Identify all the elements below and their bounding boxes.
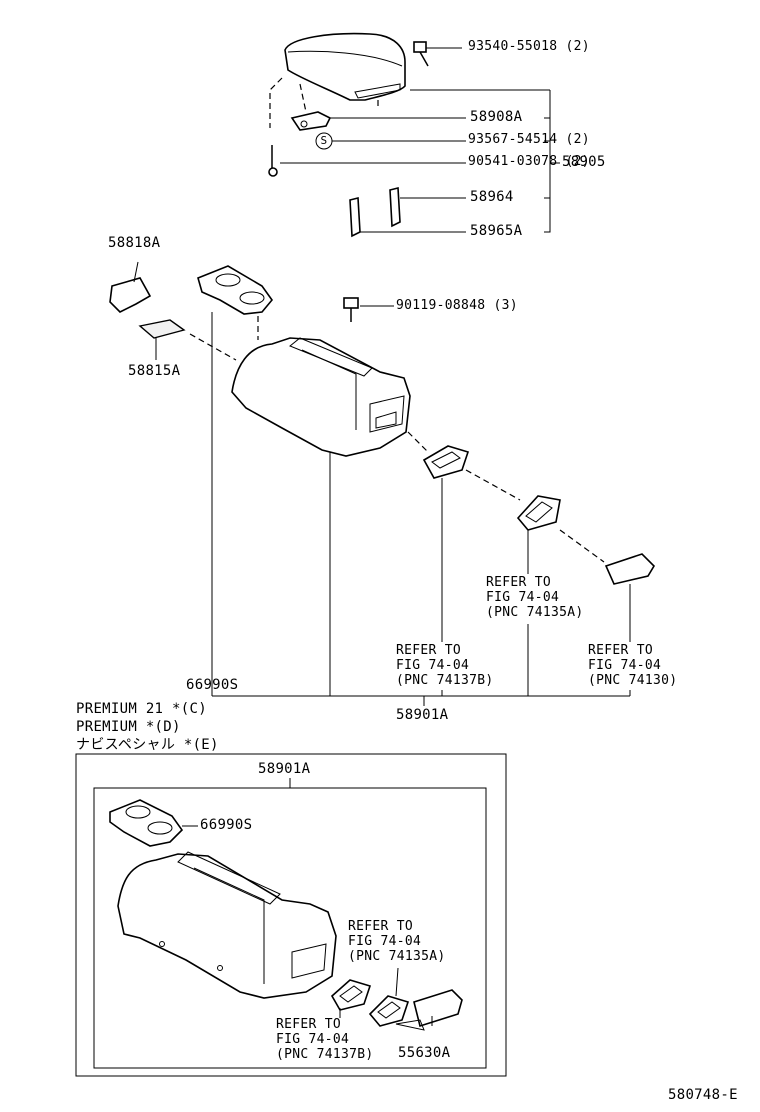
figure-id: 580748-E: [668, 1087, 738, 1103]
inset-label-refer-74137B-line1: REFER TO: [276, 1017, 342, 1032]
bolt-93540: [413, 41, 462, 67]
label-58964: 58964: [470, 189, 514, 205]
inset-outer-box: [75, 753, 507, 1077]
bracket-58818A: [109, 261, 152, 313]
clip-58964: [389, 186, 401, 228]
label-93540-55018: 93540-55018 (2): [468, 39, 590, 54]
label-s-marker: S: [320, 134, 328, 147]
inset-label-refer-74135A-line3: (PNC 74135A): [348, 949, 446, 964]
label-refer-74137B-line1: REFER TO: [396, 643, 462, 658]
label-90119-08848: 90119-08848 (3): [396, 298, 518, 313]
label-58818A: 58818A: [108, 235, 161, 251]
bezel-74137B: [422, 445, 470, 479]
label-58965A: 58965A: [470, 223, 523, 239]
inset-cup-holder: [109, 799, 184, 847]
cup-holder-66990S: [197, 265, 274, 315]
label-58901A: 58901A: [396, 707, 449, 723]
label-58908A: 58908A: [470, 109, 523, 125]
inset-label-refer-74135A-line2: FIG 74-04: [348, 934, 422, 949]
label-premium-21: PREMIUM 21 *(C): [76, 701, 207, 717]
inset-label-66990S: 66990S: [200, 817, 253, 833]
label-90541-03078: 90541-03078 (2): [468, 154, 590, 169]
label-refer-74135A-line3: (PNC 74135A): [486, 605, 584, 620]
label-66990S: 66990S: [186, 677, 239, 693]
inset-console-box: [117, 851, 337, 999]
label-premium: PREMIUM *(D): [76, 719, 181, 735]
armrest-lid: [284, 32, 406, 101]
label-refer-74137B-line2: FIG 74-04: [396, 658, 470, 673]
label-refer-74137B-line3: (PNC 74137B): [396, 673, 494, 688]
cover-74130: [604, 553, 656, 585]
label-refer-74130-line1: REFER TO: [588, 643, 654, 658]
label-refer-74130-line2: FIG 74-04: [588, 658, 662, 673]
inset-label-refer-74137B-line2: FIG 74-04: [276, 1032, 350, 1047]
inset-label-58901A: 58901A: [258, 761, 311, 777]
inset-panel-55630A: [395, 989, 463, 1031]
bolt-90119: [343, 297, 394, 322]
inset-bezel-74135A: [368, 995, 410, 1027]
clip-58965A: [349, 196, 361, 238]
inset-label-refer-74135A-line1: REFER TO: [348, 919, 414, 934]
pin-90541: [268, 145, 278, 177]
label-refer-74135A-line2: FIG 74-04: [486, 590, 560, 605]
pad-58815A: [138, 319, 186, 339]
inset-label-refer-74137B-line3: (PNC 74137B): [276, 1047, 374, 1062]
label-58905: 58905: [562, 154, 606, 170]
inset-label-55630A: 55630A: [398, 1045, 451, 1061]
inset-bezel-74137B: [330, 979, 372, 1011]
bezel-74135A: [516, 495, 561, 531]
label-refer-74130-line3: (PNC 74130): [588, 673, 678, 688]
label-93567-54514: 93567-54514 (2): [468, 132, 590, 147]
label-58815A: 58815A: [128, 363, 181, 379]
console-box: [231, 337, 411, 457]
hinge-58908A: [290, 111, 332, 131]
label-refer-74135A-line1: REFER TO: [486, 575, 552, 590]
label-navi-special: ナビスペシャル *(E): [76, 737, 219, 753]
